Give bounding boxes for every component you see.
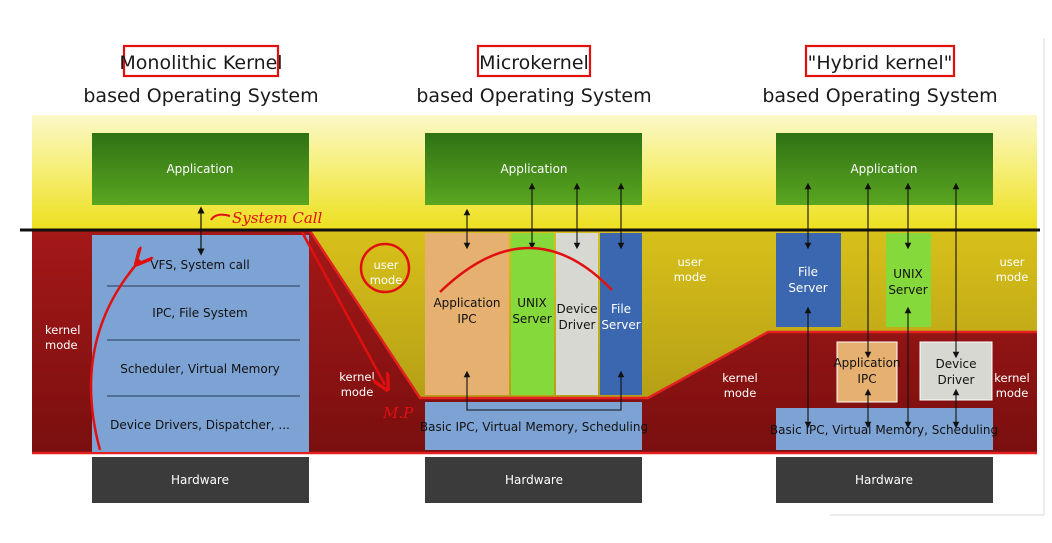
- server-label: Application: [433, 296, 500, 310]
- title-line1: "Hybrid kernel": [808, 52, 953, 74]
- mode-label: mode: [674, 270, 707, 284]
- file-server-box: [600, 233, 642, 395]
- server-label: Server: [888, 283, 927, 297]
- basic-ipc-label: Basic IPC, Virtual Memory, Scheduling: [770, 423, 998, 437]
- kernel-mode-label-left: kernel mode: [45, 323, 80, 352]
- unix-server-box: [511, 233, 554, 395]
- hybrid-column: Application File Server UNIX Server Appl…: [770, 133, 998, 503]
- user-mode-circle: [359, 242, 411, 294]
- microkernel-column: Application Application IPC UNIX Server …: [420, 133, 648, 503]
- server-label: UNIX: [517, 296, 547, 310]
- microkernel-arc-annotation: [439, 246, 613, 293]
- title-line1: Microkernel: [479, 52, 589, 74]
- basic-ipc-label: Basic IPC, Virtual Memory, Scheduling: [420, 420, 648, 434]
- application-label: Application: [500, 162, 567, 176]
- server-label: Device: [556, 302, 597, 316]
- title-microkernel: Microkernel based Operating System: [416, 44, 652, 107]
- hardware-label: Hardware: [505, 473, 563, 487]
- arrow-annotation: [300, 231, 385, 385]
- handwritten-annotations: System Call M.P: [89, 209, 613, 451]
- kernel-label: kernel: [339, 370, 374, 384]
- application-label: Application: [166, 162, 233, 176]
- kernel-mode-label-hybrid-right: kernel mode: [994, 371, 1029, 400]
- arc-annotation: [89, 260, 140, 451]
- title-hybrid: "Hybrid kernel" based Operating System: [762, 44, 998, 107]
- kernel-mode-label-hybrid-left: kernel mode: [722, 371, 757, 400]
- layer-label: Device Drivers, Dispatcher, ...: [110, 418, 290, 432]
- server-label: File: [798, 265, 818, 279]
- server-label: UNIX: [893, 267, 923, 281]
- server-label: Application: [833, 356, 900, 370]
- server-label: Device: [935, 357, 976, 371]
- mode-label: mode: [45, 338, 78, 352]
- user-label: user: [373, 258, 398, 272]
- server-label: IPC: [457, 312, 476, 326]
- application-box: [92, 133, 309, 205]
- mode-label: mode: [370, 273, 403, 287]
- title-line2: based Operating System: [762, 85, 997, 107]
- layer-label: Scheduler, Virtual Memory: [120, 362, 280, 376]
- server-label: Server: [512, 312, 551, 326]
- server-label: IPC: [857, 372, 876, 386]
- kernel-layers-box: [92, 235, 309, 452]
- user-label: user: [677, 255, 702, 269]
- user-mode-label-hybrid-left: user mode: [674, 255, 707, 284]
- layer-label: IPC, File System: [152, 306, 247, 320]
- title-monolithic: Monolithic Kernel based Operating System: [83, 44, 319, 107]
- hardware-box: [425, 457, 642, 503]
- monolithic-column: Application VFS, System call IPC, File S…: [92, 133, 309, 503]
- system-call-annotation: System Call: [232, 209, 323, 227]
- mp-annotation: M.P: [382, 404, 414, 422]
- title-line2: based Operating System: [83, 85, 318, 107]
- title-line1: Monolithic Kernel: [119, 52, 282, 74]
- kernel-label: kernel: [722, 371, 757, 385]
- user-mode-label-micro: user mode: [370, 258, 403, 287]
- ipc-loop-arrow: [463, 370, 625, 411]
- hardware-box: [776, 457, 993, 503]
- device-driver-box: [556, 233, 598, 395]
- title-highlight-box: [122, 44, 280, 78]
- mode-label: mode: [341, 385, 374, 399]
- mode-label: mode: [724, 386, 757, 400]
- layer-label: VFS, System call: [150, 258, 249, 272]
- kernel-mode-boundary: [308, 230, 1037, 400]
- server-label: Driver: [559, 318, 596, 332]
- server-label: Driver: [938, 373, 975, 387]
- title-line2: based Operating System: [416, 85, 651, 107]
- server-label: Server: [788, 281, 827, 295]
- kernel-label: kernel: [994, 371, 1029, 385]
- server-label: Server: [601, 318, 640, 332]
- server-label: File: [611, 302, 631, 316]
- hardware-label: Hardware: [855, 473, 913, 487]
- application-label: Application: [850, 162, 917, 176]
- title-highlight-box: [476, 44, 592, 78]
- kernel-mode-label-micro: kernel mode: [339, 370, 374, 399]
- mode-label: mode: [996, 270, 1029, 284]
- mode-label: mode: [996, 386, 1029, 400]
- title-highlight-box: [804, 44, 956, 78]
- hardware-box: [92, 457, 309, 503]
- kernel-label: kernel: [45, 323, 80, 337]
- hardware-label: Hardware: [171, 473, 229, 487]
- user-label: user: [999, 255, 1024, 269]
- system-call-bracket: [210, 213, 231, 221]
- application-ipc-box: [425, 233, 509, 395]
- user-mode-label-hybrid-right: user mode: [996, 255, 1029, 284]
